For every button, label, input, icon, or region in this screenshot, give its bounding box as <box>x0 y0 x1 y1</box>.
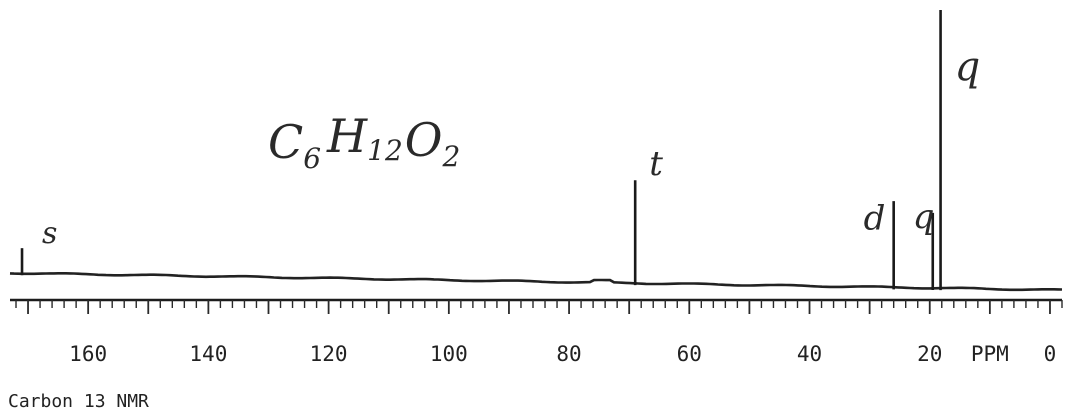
x-tick-label: 40 <box>797 342 822 366</box>
multiplicity-label-d: d <box>864 198 886 238</box>
x-tick-label: 100 <box>430 342 468 366</box>
x-axis-unit-label: PPM <box>971 342 1009 366</box>
multiplicity-label-t: t <box>649 144 663 184</box>
chart-caption: Carbon 13 NMR <box>8 391 149 412</box>
x-tick-label: 80 <box>556 342 581 366</box>
multiplicity-label-q: q <box>913 197 935 237</box>
x-tick-label: 140 <box>189 342 227 366</box>
x-tick-label: 160 <box>69 342 107 366</box>
peaks-group <box>20 10 942 291</box>
x-tick-label: 60 <box>677 342 702 366</box>
multiplicity-label-q: q <box>955 44 981 90</box>
x-axis: 160 140 120 100 80 60 40 20 0 PPM <box>10 298 1063 366</box>
spectrum-baseline <box>9 272 1063 292</box>
spectrum-baseline-group <box>9 272 1063 292</box>
x-tick-label: 0 <box>1044 342 1057 366</box>
multiplicity-label-s: s <box>42 216 57 251</box>
x-tick-label: 120 <box>310 342 348 366</box>
x-tick-label: 20 <box>917 342 942 366</box>
